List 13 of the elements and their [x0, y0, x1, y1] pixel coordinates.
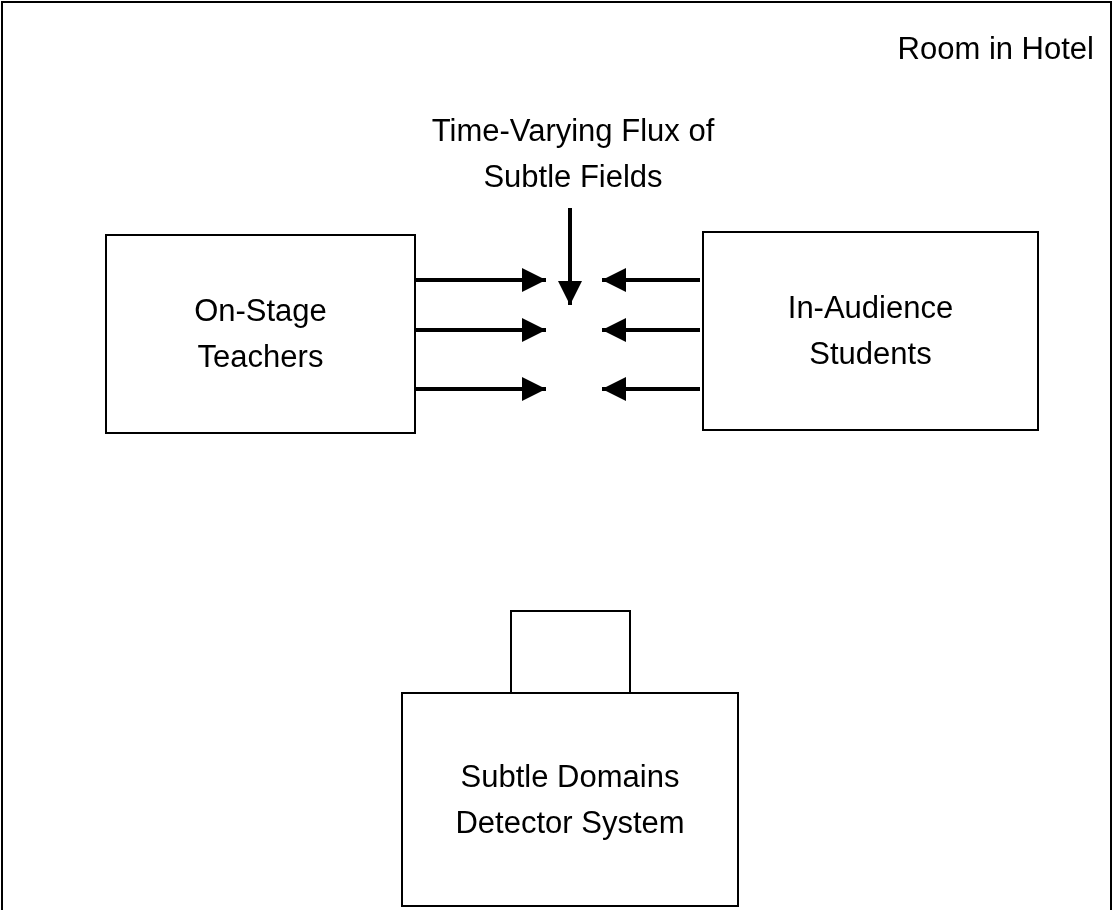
students-box: [702, 231, 1039, 431]
arrow: [558, 208, 582, 305]
sensor-box: [510, 610, 631, 695]
arrow: [602, 268, 700, 292]
box-label: Subtle Domains Detector System: [454, 757, 686, 842]
detector-box: [401, 692, 739, 907]
box-label: In-Audience Students: [786, 289, 955, 373]
flux-label: Time-Varying Flux of Subtle Fields: [430, 112, 716, 196]
box-label: On-Stage Teachers: [193, 292, 328, 376]
frame-title: Room in Hotel: [897, 31, 1094, 67]
arrow: [602, 318, 700, 342]
teachers-box: [105, 234, 416, 434]
arrow: [602, 377, 700, 401]
